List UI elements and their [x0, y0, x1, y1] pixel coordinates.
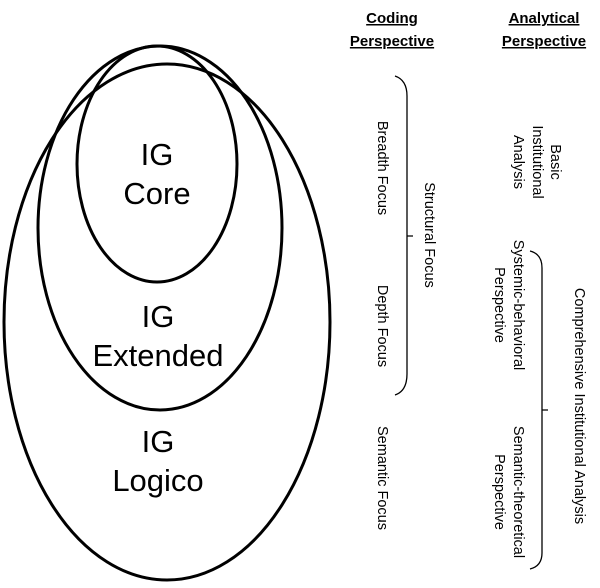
analytical-header-line-2: Perspective	[502, 33, 586, 50]
depth-focus-label: Depth Focus	[374, 285, 390, 367]
ig-core-ellipse	[75, 44, 239, 284]
ig-extended-label-2: Extended	[93, 338, 224, 373]
coding-header-line-1: Coding	[366, 10, 418, 27]
systemic-behavioral-line-2: Perspective	[491, 267, 507, 343]
ig-logico-label-1: IG	[142, 424, 175, 459]
semantic-focus-label: Semantic Focus	[374, 426, 390, 530]
analytical-header-line-1: Analytical	[509, 10, 580, 27]
ig-core-label-2: Core	[123, 176, 190, 211]
comprehensive-analysis-label: Comprehensive Institutional Analysis	[571, 288, 587, 524]
systemic-behavioral-line-1: Systemic-behavioral	[510, 240, 526, 371]
basic-analysis-line-2: Institutional	[529, 125, 545, 198]
semantic-theoretical-line-1: Semantic-theoretical	[510, 426, 526, 558]
basic-analysis-line-3: Analysis	[510, 135, 526, 189]
structural-focus-bracket	[394, 75, 413, 396]
basic-analysis-line-1: Basic	[547, 144, 563, 179]
coding-header-line-2: Perspective	[350, 33, 434, 50]
comprehensive-analysis-bracket	[529, 250, 548, 570]
ig-core-label-1: IG	[141, 137, 174, 172]
structural-focus-label: Structural Focus	[421, 182, 437, 288]
ig-logico-ellipse	[2, 62, 332, 582]
semantic-theoretical-line-2: Perspective	[491, 454, 507, 530]
breadth-focus-label: Breadth Focus	[374, 121, 390, 215]
ig-extended-label-1: IG	[142, 299, 175, 334]
ig-logico-label-2: Logico	[112, 463, 203, 498]
